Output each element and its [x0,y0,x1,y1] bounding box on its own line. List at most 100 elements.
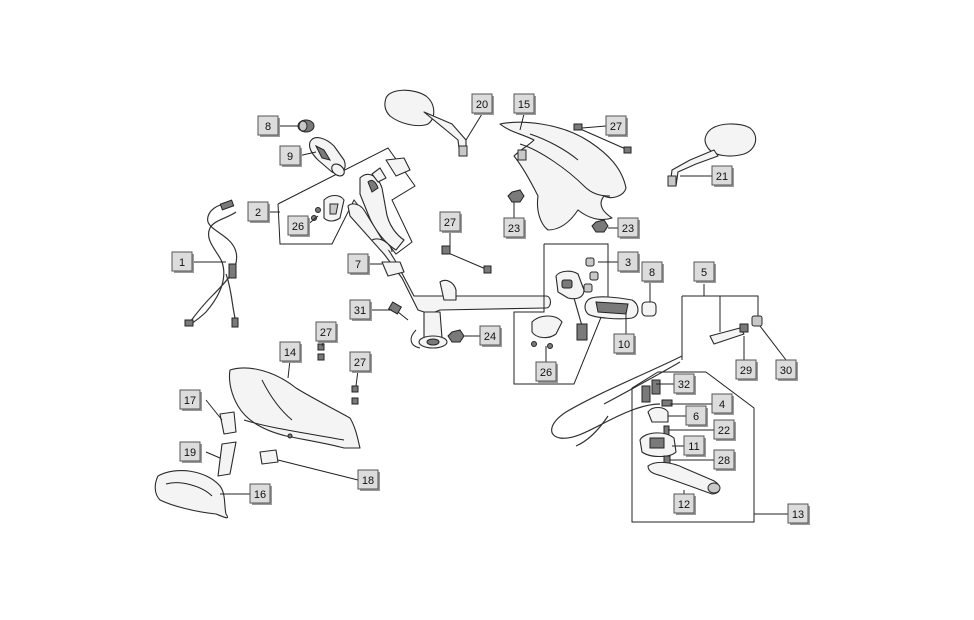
callout-box [279,145,301,166]
callout-number: 27 [354,357,366,369]
callout-number: 1 [179,257,185,269]
callout-number: 29 [740,365,752,377]
callout-number: 16 [254,489,266,501]
callout-c29: 29 [735,359,758,381]
screw-mid [441,245,492,274]
callout-box [287,215,309,236]
callout-box [641,261,663,282]
callout-box [349,351,371,372]
callout-number: 27 [320,327,332,339]
callout-box [247,201,269,222]
callout-c4: 4 [711,393,734,415]
left-switch-housing [359,157,411,251]
callout-box [713,449,735,470]
callout-number: 10 [618,339,630,351]
callout-number: 30 [780,365,792,377]
callout-number: 27 [444,217,456,229]
callout-c13: 13 [787,503,810,525]
callout-c30: 30 [775,359,798,381]
lever-clamp [639,432,677,458]
callout-box [693,261,715,282]
callout-c31: 31 [349,299,372,321]
callout-number: 28 [718,455,730,467]
callout-number: 32 [678,379,690,391]
callout-box [347,253,369,274]
right-switch-housing [555,257,599,341]
brake-cable [551,355,683,447]
callout-number: 26 [540,367,552,379]
callout-c1: 1 [171,251,194,273]
callout-number: 7 [355,259,361,271]
callout-c27d: 27 [349,351,372,373]
callout-number: 26 [292,221,304,233]
callout-box [471,93,493,114]
callout-box [673,373,695,394]
screw-lower-b [351,385,359,405]
right-grip [584,296,639,320]
brake-lever [647,461,721,495]
callout-box [315,321,337,342]
callout-number: 3 [625,257,631,269]
left-grip [308,137,346,177]
cable-adjuster [709,323,749,345]
callout-box [735,359,757,380]
callout-c27a: 27 [439,211,462,233]
callout-box [711,165,733,186]
callout-box [249,483,271,504]
callout-c17: 17 [179,389,202,411]
bar-end-weight-right [641,301,657,317]
callout-c19: 19 [179,441,202,463]
callout-number: 8 [649,267,655,279]
callout-box [349,299,371,320]
callout-box [617,251,639,272]
callout-c11: 11 [683,435,706,457]
callout-c32: 32 [673,373,696,395]
callout-box [479,325,501,346]
callout-box [605,115,627,136]
callout-box [775,359,797,380]
right-switch-group-outline [513,243,609,385]
right-mirror [667,123,757,187]
callout-number: 22 [718,425,730,437]
callout-number: 9 [287,151,293,163]
callout-c3: 3 [617,251,640,273]
callout-number: 23 [508,223,520,235]
callout-box [171,251,193,272]
screw-upper-right [573,123,632,154]
callout-c23b: 23 [617,217,640,239]
callout-number: 27 [610,121,622,133]
callout-number: 6 [693,411,699,423]
cable-nut [751,315,763,327]
cable-assembly-lines [681,295,759,360]
bar-end-weight-left [297,119,315,133]
callout-c27c: 27 [315,321,338,343]
callout-c15: 15 [513,93,536,115]
callout-box [617,217,639,238]
callout-number: 18 [362,475,374,487]
cover-nut-left [507,189,525,203]
right-switch-cover [531,315,563,349]
callout-c8a: 8 [257,115,280,137]
leader-lines [190,113,790,515]
callout-number: 14 [284,347,296,359]
callout-box [357,469,379,490]
callout-number: 4 [719,399,725,411]
handlebar-bolt [387,301,409,321]
callout-c21: 21 [711,165,734,187]
callout-box [439,211,461,232]
callout-box [179,389,201,410]
callout-c6: 6 [685,405,708,427]
callout-box [683,435,705,456]
callout-box [513,93,535,114]
left-switch-cover [311,194,345,222]
callout-c10: 10 [613,333,636,355]
callout-c23a: 23 [503,217,526,239]
callout-box [257,115,279,136]
callout-number: 19 [184,447,196,459]
callout-number: 31 [354,305,366,317]
callout-c16: 16 [249,483,272,505]
lever-bracket [647,406,669,423]
callout-c9: 9 [279,145,302,167]
